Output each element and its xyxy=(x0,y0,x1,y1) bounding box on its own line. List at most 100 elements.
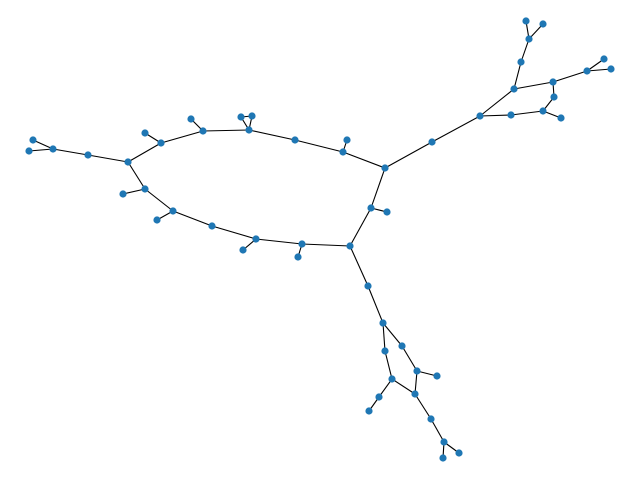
graph-node xyxy=(439,454,447,462)
graph-node xyxy=(169,207,177,215)
graph-edge xyxy=(349,245,369,287)
graph-node xyxy=(339,148,347,156)
graph-node xyxy=(245,126,253,134)
graph-node xyxy=(199,127,207,135)
graph-node xyxy=(153,216,161,224)
graph-edge xyxy=(431,115,481,143)
graph-node xyxy=(119,190,127,198)
graph-node xyxy=(398,342,406,350)
graph-node xyxy=(381,164,389,172)
graph-node xyxy=(208,222,216,230)
graph-edge xyxy=(211,225,257,240)
graph-node xyxy=(141,129,149,137)
graph-node xyxy=(539,107,547,115)
edges-layer xyxy=(28,20,612,459)
graph-node xyxy=(522,17,530,25)
graph-edge xyxy=(382,322,386,352)
graph-node xyxy=(607,65,615,73)
graph-edge xyxy=(510,110,544,116)
graph-edge xyxy=(378,378,393,398)
graph-edge xyxy=(87,154,129,163)
graph-node xyxy=(364,282,372,290)
graph-edge xyxy=(301,243,351,247)
graph-node xyxy=(455,449,463,457)
nodes-layer xyxy=(25,17,615,462)
graph-node xyxy=(413,367,421,375)
graph-edge xyxy=(160,130,204,144)
graph-edge xyxy=(430,418,445,443)
graph-node xyxy=(84,151,92,159)
graph-edge xyxy=(414,393,432,420)
graph-node xyxy=(157,139,165,147)
graph-node xyxy=(367,204,375,212)
graph-node xyxy=(539,20,547,28)
graph-edge xyxy=(384,141,433,169)
graph-edge xyxy=(122,188,146,195)
graph-node xyxy=(25,147,33,155)
graph-node xyxy=(525,35,533,43)
graph-edge xyxy=(391,378,416,395)
graph-node xyxy=(557,114,565,122)
graph-edge xyxy=(342,151,386,169)
graph-edge xyxy=(586,68,612,72)
graph-node xyxy=(291,136,299,144)
graph-node xyxy=(365,407,373,415)
graph-node xyxy=(239,246,247,254)
graph-edge xyxy=(248,129,296,141)
graph-edge xyxy=(520,38,530,63)
graph-edge xyxy=(32,139,54,150)
graph-node xyxy=(411,390,419,398)
graph-node xyxy=(124,158,132,166)
graph-node xyxy=(49,145,57,153)
graph-edge xyxy=(552,70,588,83)
graph-edge xyxy=(172,210,213,227)
graph-node xyxy=(550,93,558,101)
graph-edge xyxy=(52,148,89,156)
graph-node xyxy=(427,415,435,423)
graph-node xyxy=(428,138,436,146)
graph-node xyxy=(510,85,518,93)
graph-node xyxy=(517,58,525,66)
graph-node xyxy=(346,242,354,250)
graph-edge xyxy=(28,148,54,152)
graph-edge xyxy=(479,88,515,117)
graph-node xyxy=(343,136,351,144)
graph-edge xyxy=(349,207,372,247)
graph-edge xyxy=(294,139,344,153)
graph-edge xyxy=(202,129,250,132)
graph-node xyxy=(379,319,387,327)
graph-node xyxy=(237,113,245,121)
graph-edge xyxy=(401,345,418,372)
graph-node xyxy=(600,55,608,63)
graph-edge xyxy=(367,285,384,324)
graph-node xyxy=(187,115,195,123)
graph-node xyxy=(476,112,484,120)
graph-node xyxy=(507,111,515,119)
graph-node xyxy=(583,67,591,75)
graph-edge xyxy=(144,188,174,212)
graph-node xyxy=(248,112,256,120)
graph-edge xyxy=(255,238,303,245)
graph-node xyxy=(433,372,441,380)
graph-node xyxy=(141,185,149,193)
graph-node xyxy=(375,393,383,401)
graph-node xyxy=(388,375,396,383)
graph-node xyxy=(29,136,37,144)
graph-edge xyxy=(513,61,522,90)
graph-edge xyxy=(513,81,554,90)
graph-edge xyxy=(370,167,386,209)
graph-edge xyxy=(127,142,162,163)
graph-edge xyxy=(414,370,418,395)
graph-node xyxy=(294,253,302,261)
graph-node xyxy=(383,208,391,216)
graph-node xyxy=(440,438,448,446)
graph-edge xyxy=(384,350,393,380)
graph-edge xyxy=(382,322,403,347)
graph-edge xyxy=(479,114,512,117)
graph-node xyxy=(298,240,306,248)
graph-node xyxy=(252,235,260,243)
graph-node xyxy=(549,78,557,86)
graph-node xyxy=(381,347,389,355)
graph-edge xyxy=(127,161,146,190)
